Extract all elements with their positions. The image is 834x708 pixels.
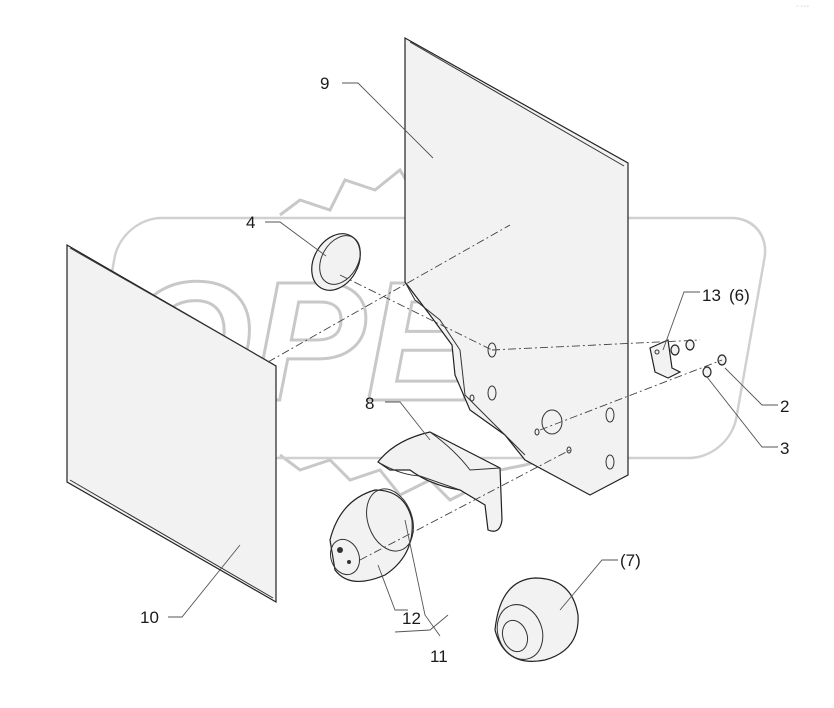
callout-11: 11: [430, 647, 448, 666]
callout-7: (7): [620, 551, 641, 570]
part-13-clip: [649, 339, 682, 379]
callout-3: 3: [780, 439, 789, 458]
callout-10: 10: [140, 608, 159, 627]
callout-9: 9: [320, 74, 329, 93]
corner-mark: ◦ ◦◦◦: [796, 4, 809, 10]
assembly-axis-lines: [267, 224, 723, 561]
part-12-lamp: [329, 488, 414, 582]
callout-2: 2: [780, 397, 789, 416]
callout-4: 4: [246, 213, 255, 232]
callout-8: 8: [365, 394, 374, 413]
leader-lines: [168, 82, 778, 637]
callout-6: (6): [729, 286, 750, 305]
part-7-dome-cap: [494, 577, 579, 662]
part-10-sheet: [66, 243, 277, 604]
callout-labels: 9 4 13 (6) 2 3 8 (7) 10 12 11: [140, 74, 789, 666]
callout-13: 13: [702, 286, 721, 305]
callout-12: 12: [402, 609, 421, 628]
part-4-disc: [311, 233, 361, 291]
part-9-mounting-plate: [404, 36, 629, 496]
part-8-hood-bracket: [377, 431, 503, 532]
